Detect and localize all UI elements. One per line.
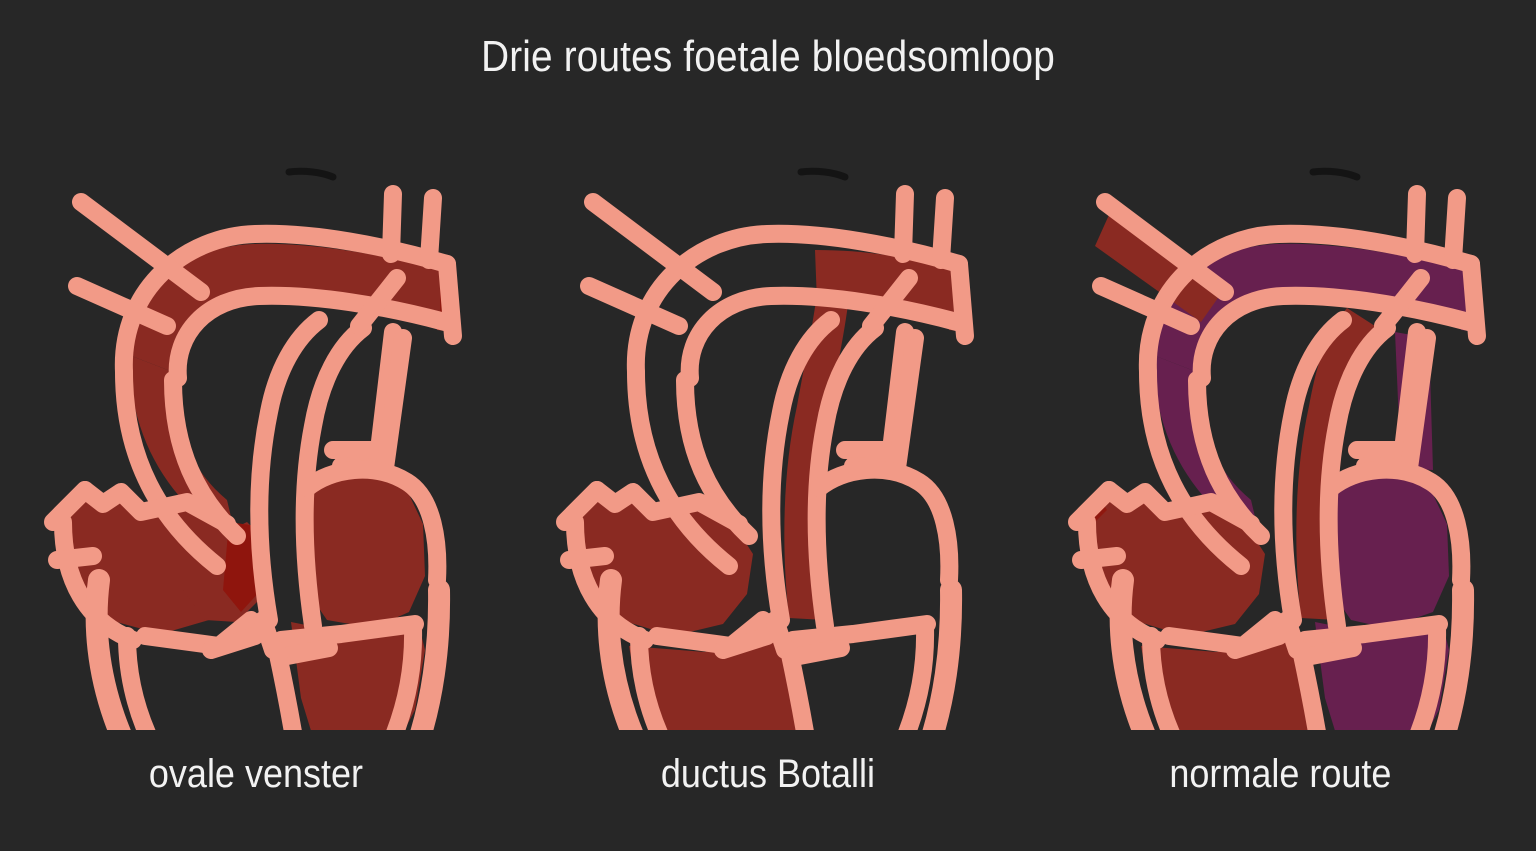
right-branch-1: [894, 185, 914, 263]
left-ventricle-inner-wall: [1410, 619, 1447, 730]
aortic-arch-fill-purple: [1153, 243, 1467, 372]
left-atrium-wall: [298, 460, 447, 589]
left-atrium-wall: [1322, 460, 1471, 589]
pulmonary-trunk-wall-left: [250, 311, 328, 629]
ductus-arteriosus-wall-1: [1374, 269, 1430, 335]
panel-label-normale-route: normale route: [1168, 752, 1392, 796]
interventricular-septum: [268, 641, 302, 730]
right-branch-2: [1444, 189, 1466, 269]
right-ventricle-inner-wall: [1142, 627, 1180, 730]
right-ventricle-fill-red: [1141, 634, 1311, 730]
mitral-valve-leaflet-2: [278, 639, 338, 665]
descending-aorta-wall-2: [627, 363, 738, 575]
diagram-panel-group: ovale venster: [0, 150, 1536, 810]
ivc-inlet-wall: [560, 547, 614, 569]
brachiocephalic-branch-2: [68, 277, 176, 335]
page-title: Drie routes foetale bloedsomloop: [481, 32, 1055, 81]
heart-diagram-ovale-venster: [41, 150, 471, 730]
left-atrium-fill: [303, 468, 425, 628]
ductus-arteriosus-wall-1: [862, 269, 918, 335]
tricuspid-valve-leaflet-2: [1226, 627, 1288, 659]
heart-wall-group: [44, 185, 462, 730]
right-branch-1: [382, 185, 402, 263]
aortic-arch-fill: [129, 243, 443, 372]
heart-outer-silhouette: [85, 569, 451, 730]
brachiocephalic-branch-1: [584, 193, 722, 301]
pulmonary-trunk-wall-left: [762, 311, 840, 629]
panel-label-ductus-botalli: ductus Botalli: [660, 752, 876, 796]
diagram-panel: ovale venster: [0, 150, 512, 810]
svc-inlet-wall: [1068, 481, 1118, 531]
pulmonary-trunk-wall-left: [1274, 311, 1352, 629]
aortic-arch-inner-wall: [680, 286, 966, 387]
superior-vena-cava-fill-red: [1095, 206, 1225, 322]
right-branch-1: [1406, 185, 1426, 263]
left-atrium-fill-purple: [1327, 468, 1449, 628]
ivc-inlet-wall: [48, 547, 102, 569]
descending-aorta-right-wall: [1462, 255, 1486, 345]
heart-diagram-ductus-botalli: [553, 150, 983, 730]
right-ventricle-inner-wall: [630, 627, 668, 730]
ductus-arteriosus-wall-1: [350, 269, 406, 335]
diagram-panel: normale route: [1024, 150, 1536, 810]
right-branch-2: [420, 189, 442, 269]
mitral-valve-leaflet: [1296, 615, 1448, 649]
tricuspid-valve-leaflet-2: [202, 627, 264, 659]
mitral-valve-leaflet-2: [1302, 639, 1362, 665]
pen-artifact-mark: [1309, 167, 1361, 181]
fetal-heart-ductus-arteriosus-svg: [556, 167, 974, 730]
brachiocephalic-branch-1: [72, 193, 210, 301]
pen-artifact-mark: [285, 167, 337, 181]
descending-aorta-wall-2: [1139, 363, 1250, 575]
svc-inlet-wall: [44, 481, 94, 531]
diagram-panel: ductus Botalli: [512, 150, 1024, 810]
right-branch-2: [932, 189, 954, 269]
right-ventricle-inner-wall: [118, 627, 156, 730]
heart-outer-silhouette: [1109, 569, 1475, 730]
aortic-arch-inner-wall: [168, 286, 454, 387]
heart-diagram-normale-route: [1065, 150, 1495, 730]
pulmonary-trunk-wall-right: [1319, 319, 1396, 635]
descending-aorta-right-wall: [950, 255, 974, 345]
interventricular-septum: [1292, 641, 1326, 730]
brachiocephalic-branch-2: [1092, 277, 1200, 335]
right-atrium-wall-2: [1078, 513, 1166, 649]
interventricular-septum: [780, 641, 814, 730]
right-ventricle-fill: [629, 634, 799, 730]
heart-outer-silhouette: [597, 569, 963, 730]
mitral-valve-leaflet: [272, 615, 424, 649]
ivc-inlet-wall: [1072, 547, 1126, 569]
pulmonary-trunk-wall-right: [295, 319, 372, 635]
pen-artifact-mark: [797, 167, 849, 181]
left-atrium-wall: [810, 460, 959, 589]
right-atrium-wall-2: [54, 513, 142, 649]
mitral-valve-leaflet-2: [790, 639, 850, 665]
descending-aorta-wall-2: [115, 363, 226, 575]
fetal-heart-normal-route-svg: [1068, 167, 1486, 730]
fetal-heart-foramen-ovale-svg: [44, 167, 462, 730]
heart-wall-group: [556, 185, 974, 730]
brachiocephalic-branch-2: [580, 277, 688, 335]
left-ventricle-inner-wall: [386, 619, 423, 730]
aortic-arch-inner-wall: [1192, 286, 1478, 387]
mitral-valve-leaflet: [784, 615, 936, 649]
heart-wall-group: [1068, 185, 1486, 730]
left-ventricle-inner-wall: [898, 619, 935, 730]
pulmonary-trunk-fill-red: [1296, 308, 1375, 620]
brachiocephalic-branch-1: [1096, 193, 1234, 301]
panel-label-ovale-venster: ovale venster: [148, 752, 364, 796]
descending-aorta-right-wall: [438, 255, 462, 345]
svc-inlet-wall: [556, 481, 606, 531]
tricuspid-valve-leaflet-2: [714, 627, 776, 659]
right-atrium-wall-2: [566, 513, 654, 649]
pulmonary-trunk-wall-right: [807, 319, 884, 635]
